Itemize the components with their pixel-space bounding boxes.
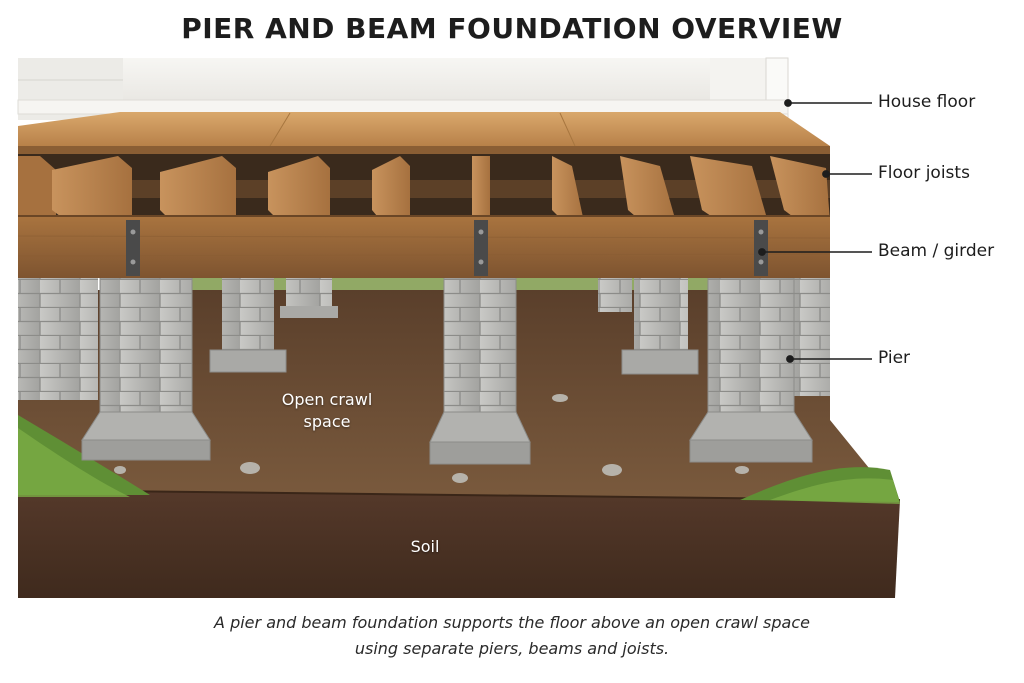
back-piers xyxy=(18,276,830,400)
crawl-space-label: Open crawl space xyxy=(262,389,392,433)
caption-line2: using separate piers, beams and joists. xyxy=(354,639,670,658)
house-wall xyxy=(17,57,789,131)
caption: A pier and beam foundation supports the … xyxy=(0,610,1024,662)
page-title: PIER AND BEAM FOUNDATION OVERVIEW xyxy=(181,12,843,45)
callout-house-floor: House floor xyxy=(878,92,976,112)
callout-pier: Pier xyxy=(878,348,911,368)
stones xyxy=(114,394,749,483)
soil-block xyxy=(18,490,900,598)
caption-line1: A pier and beam foundation supports the … xyxy=(214,613,810,632)
front-pier-right xyxy=(689,277,813,463)
callout-leaders xyxy=(758,99,872,363)
floor-deck xyxy=(18,112,830,154)
beam-girder xyxy=(17,215,831,278)
front-pier-left xyxy=(81,277,211,461)
callout-beam-girder: Beam / girder xyxy=(878,241,995,261)
callout-floor-joists: Floor joists xyxy=(878,163,970,183)
crawl-space-label-line1: Open crawl xyxy=(281,390,373,409)
front-pier-center xyxy=(429,277,531,465)
floor-joists xyxy=(18,156,830,222)
crawl-space-label-line2: space xyxy=(303,412,351,431)
soil-label: Soil xyxy=(410,537,440,556)
